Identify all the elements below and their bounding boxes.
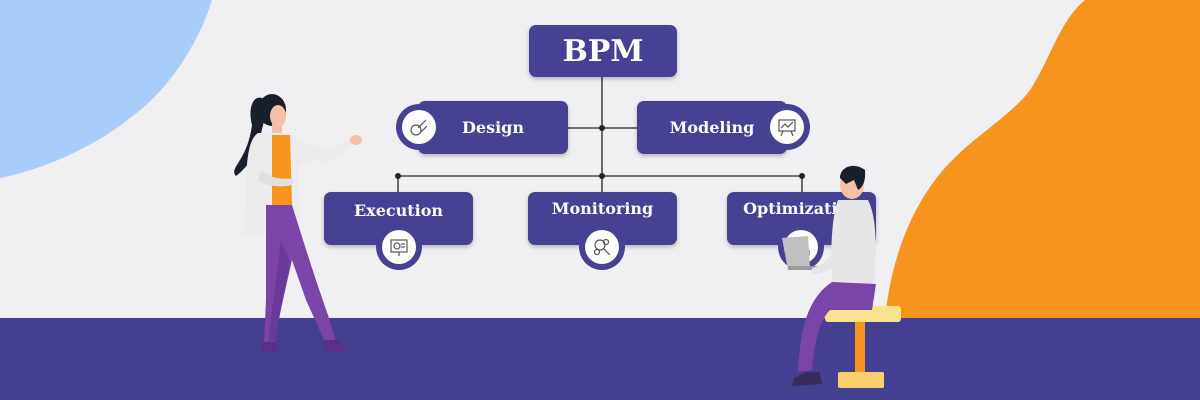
bpm-title: BPM	[562, 33, 644, 69]
design-badge	[396, 104, 442, 150]
blue-blob	[0, 0, 212, 178]
modeling-badge	[764, 104, 810, 150]
whiteboard-chart-icon	[778, 119, 796, 137]
execution-label: Execution	[353, 201, 444, 220]
monitoring-box: Monitoring	[528, 192, 677, 245]
design-box: Design	[418, 101, 568, 154]
bpm-root-box: BPM	[529, 25, 677, 77]
orange-blob	[885, 0, 1200, 318]
modeling-label: Modeling	[669, 118, 755, 137]
floor	[0, 318, 1200, 400]
optimization-label: Optimization	[743, 199, 860, 218]
monitoring-badge	[579, 224, 625, 270]
monitoring-label: Monitoring	[551, 199, 654, 218]
design-tools-icon	[410, 119, 428, 136]
execution-badge	[376, 224, 422, 270]
design-label: Design	[462, 118, 524, 137]
magnifier-gears-icon	[593, 238, 611, 256]
modeling-box: Modeling	[637, 101, 787, 154]
presentation-screen-icon	[390, 239, 408, 256]
